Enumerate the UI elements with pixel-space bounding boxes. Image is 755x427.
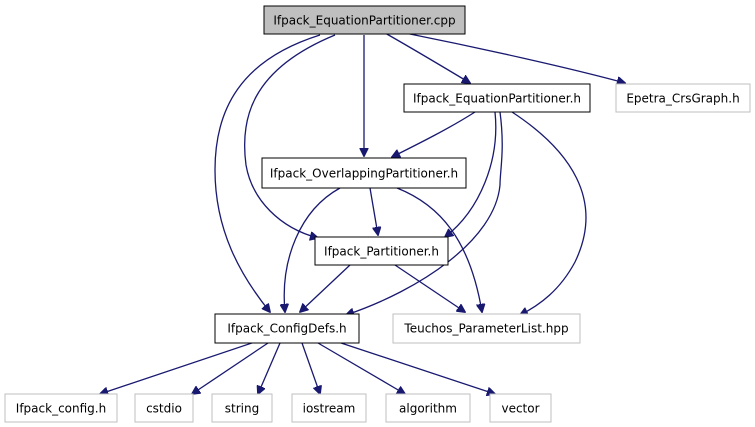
node-partitioner-h[interactable]: Ifpack_Partitioner.h — [314, 236, 449, 266]
node-string[interactable]: string — [211, 393, 273, 423]
edge-cfg-to-vector — [334, 340, 495, 394]
node-overlapping-partitioner-h[interactable]: Ifpack_OverlappingPartitioner.h — [261, 157, 467, 189]
node-label: Ifpack_OverlappingPartitioner.h — [270, 167, 458, 181]
node-label: Epetra_CrsGraph.h — [626, 92, 739, 106]
node-label: iostream — [303, 402, 356, 416]
edge-ovl-to-cfg — [284, 187, 341, 312]
edge-eqh-to-cfg — [346, 111, 503, 315]
edge-ovl-to-par — [369, 187, 378, 235]
node-label: Ifpack_Partitioner.h — [324, 245, 439, 259]
edges-layer — [100, 32, 625, 394]
edge-cpp-to-par — [243, 34, 336, 238]
node-equation-partitioner-cpp[interactable]: Ifpack_EquationPartitioner.cpp — [263, 5, 466, 35]
node-label: Ifpack_ConfigDefs.h — [227, 322, 346, 336]
nodes-layer: Ifpack_EquationPartitioner.cpp Ifpack_Eq… — [4, 5, 751, 423]
edge-cfg-to-algorithm — [317, 342, 405, 394]
edge-cfg-to-icf — [100, 341, 256, 394]
edge-cfg-to-cstdio — [192, 342, 269, 394]
edge-eqh-to-tpl — [511, 111, 587, 315]
node-configdefs-h[interactable]: Ifpack_ConfigDefs.h — [214, 313, 360, 344]
node-algorithm[interactable]: algorithm — [385, 393, 471, 423]
edge-eqh-to-par — [445, 111, 497, 237]
node-label: vector — [501, 402, 539, 416]
node-label: Ifpack_EquationPartitioner.h — [413, 92, 581, 106]
edge-par-to-tpl — [394, 264, 465, 312]
node-label: Ifpack_EquationPartitioner.cpp — [273, 14, 455, 28]
node-label: string — [225, 402, 259, 416]
edge-cfg-to-iostream — [301, 342, 320, 394]
node-label: algorithm — [399, 402, 457, 416]
edge-ovl-to-tpl — [396, 187, 482, 312]
node-cstdio[interactable]: cstdio — [134, 393, 194, 423]
node-label: Teuchos_ParameterList.hpp — [403, 322, 568, 336]
edge-cfg-to-string — [258, 342, 281, 394]
node-teuchos-parameterlist-hpp[interactable]: Teuchos_ParameterList.hpp — [392, 313, 581, 344]
node-ifpack-config-h[interactable]: Ifpack_config.h — [4, 393, 118, 423]
node-equation-partitioner-h[interactable]: Ifpack_EquationPartitioner.h — [403, 83, 591, 113]
node-epetra-crsgraph-h[interactable]: Epetra_CrsGraph.h — [615, 83, 751, 113]
node-label: Ifpack_config.h — [16, 402, 106, 416]
edge-cpp-to-crs — [404, 32, 625, 83]
edge-cpp-to-cfg — [214, 34, 321, 312]
node-label: cstdio — [146, 402, 182, 416]
node-vector[interactable]: vector — [489, 393, 552, 423]
edge-par-to-cfg — [300, 264, 351, 312]
edge-eqh-to-ovl — [392, 111, 476, 157]
edge-cpp-to-eqh — [384, 32, 470, 83]
node-iostream[interactable]: iostream — [291, 393, 367, 423]
